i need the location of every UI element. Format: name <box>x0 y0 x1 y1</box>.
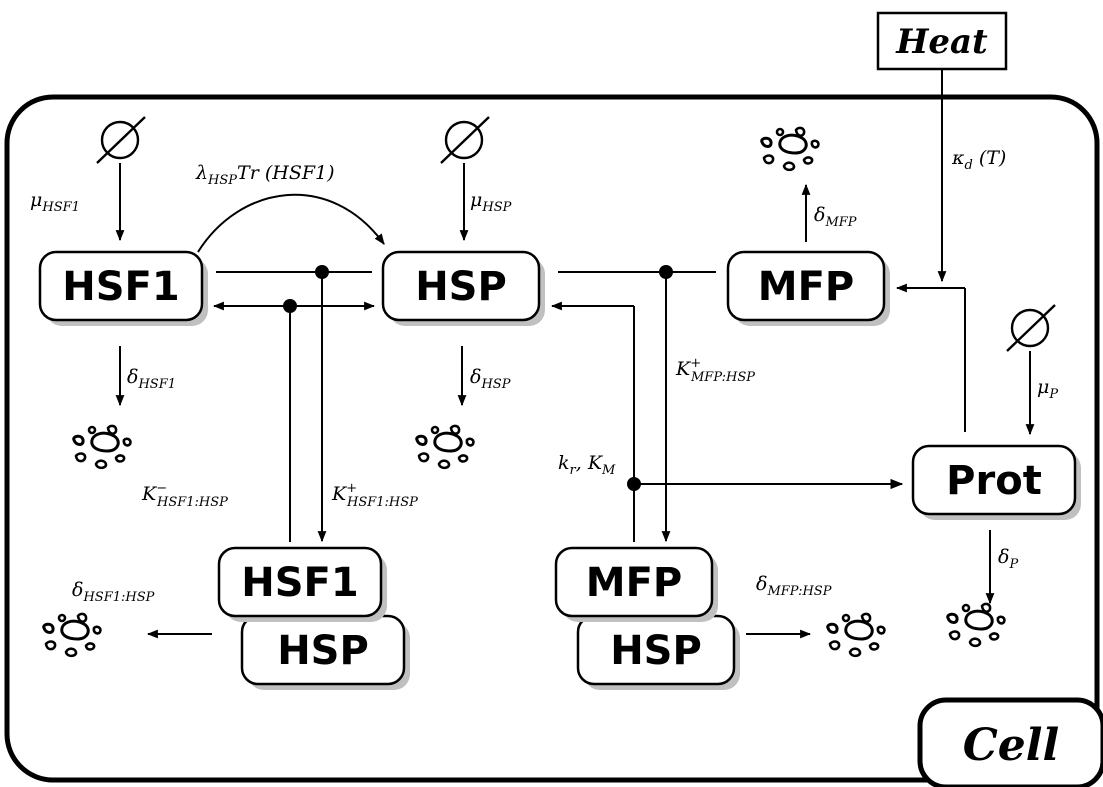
rate-kr-km: kr, KM <box>558 452 616 478</box>
debris-mfp <box>760 126 820 172</box>
node-mfp-label: MFP <box>758 264 854 310</box>
rate-kappa-d: κd (T) <box>951 147 1006 173</box>
node-hsf1-label: HSF1 <box>62 264 179 310</box>
complex-mfp-hsp-top-label: MFP <box>586 560 682 606</box>
source-symbol-hsp <box>440 116 490 164</box>
rate-delta-hsp: δHSP <box>470 366 511 392</box>
rate-delta-mfp: δMFP <box>814 204 857 230</box>
node-hsf1: HSF1 <box>38 250 208 326</box>
rate-delta-mfp-hsp: δMFP:HSP <box>756 573 832 599</box>
node-complex-hsf1-hsp: HSP HSF1 <box>217 546 410 690</box>
rate-k-plus-hsf1-hsp: K+ <box>331 481 357 505</box>
node-hsp-label: HSP <box>415 264 507 310</box>
rate-k-minus-hsf1-hsp-sub: HSF1:HSP <box>156 495 228 510</box>
source-symbol-hsf1 <box>96 116 146 164</box>
rate-mu-hsf1: μHSF1 <box>30 189 80 215</box>
rate-delta-hsf1-hsp: δHSF1:HSP <box>72 579 155 605</box>
complex-hsf1-hsp-bottom-label: HSP <box>277 628 369 674</box>
rate-k-plus-mfp-hsp-sub: MFP:HSP <box>690 370 755 385</box>
debris-hsp <box>415 424 475 470</box>
cell-label: Cell <box>963 720 1059 771</box>
node-prot-label: Prot <box>946 458 1042 504</box>
rate-delta-hsf1: δHSF1 <box>127 366 176 392</box>
rate-lambda-hsp: λHSPTr (HSF1) <box>195 162 335 188</box>
edge-transcription <box>197 193 385 253</box>
rate-delta-p: δP <box>998 546 1018 572</box>
rate-k-plus-hsf1-hsp-sub: HSF1:HSP <box>346 495 418 510</box>
cell-boundary <box>4 94 1100 783</box>
heat-box: Heat <box>876 11 1008 71</box>
complex-hsf1-hsp-top-label: HSF1 <box>241 560 358 606</box>
rate-k-plus-mfp-hsp: K+ <box>675 356 701 380</box>
complex-mfp-hsp-bottom-label: HSP <box>610 628 702 674</box>
heat-label: Heat <box>895 22 988 62</box>
rate-mu-p: μP <box>1037 376 1058 402</box>
rate-mu-hsp: μHSP <box>470 189 512 215</box>
node-prot: Prot <box>911 444 1081 520</box>
node-hsp: HSP <box>381 250 545 326</box>
node-complex-mfp-hsp: HSP MFP <box>554 546 740 690</box>
debris-hsf1 <box>72 424 132 470</box>
cell-label-box: Cell <box>917 697 1103 787</box>
debris-prot <box>946 602 1006 648</box>
node-mfp: MFP <box>726 250 890 326</box>
debris-hsf1-hsp <box>42 612 102 658</box>
source-symbol-prot <box>1006 304 1056 352</box>
rate-k-minus-hsf1-hsp: K− <box>141 481 167 505</box>
debris-mfp-hsp <box>826 612 886 658</box>
